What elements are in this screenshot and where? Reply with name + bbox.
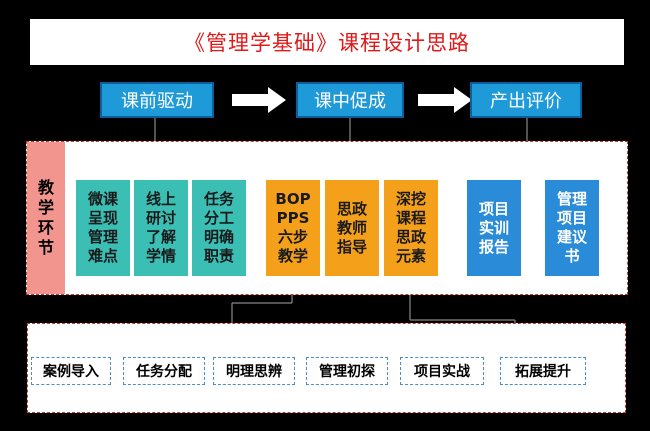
phase-pre-class: 课前驱动 xyxy=(100,82,214,118)
card-micro-lesson: 微课 呈现 管理 难点 xyxy=(76,180,130,276)
arrow-right-icon xyxy=(418,87,472,113)
step-management-exploration: 管理初探 xyxy=(306,357,388,385)
step-reasoning: 明理思辨 xyxy=(213,357,295,385)
phase-label: 产出评价 xyxy=(490,91,562,112)
card-line: BOP xyxy=(275,190,311,208)
card-line: 教师 xyxy=(336,218,367,237)
card-line: 项目 xyxy=(478,199,509,218)
step-task-assignment: 任务分配 xyxy=(123,357,205,385)
card-line: 项目 xyxy=(556,209,587,227)
card-line: 元素 xyxy=(395,247,426,265)
card-line: 思政 xyxy=(395,228,426,246)
step-project-practice: 项目实战 xyxy=(400,357,484,385)
card-line: 指导 xyxy=(336,237,367,256)
card-line: 思政 xyxy=(336,199,367,218)
side-label-text: 教学环节 xyxy=(37,178,54,257)
step-label: 项目实战 xyxy=(414,364,470,380)
phase-output-evaluation: 产出评价 xyxy=(470,82,582,118)
card-line: 明确 xyxy=(203,228,234,246)
card-project-proposal: 管理 项目 建议 书 xyxy=(545,180,599,276)
phase-in-class: 课中促成 xyxy=(296,82,404,118)
page-title: 《管理学基础》课程设计思路 xyxy=(184,31,470,55)
step-label: 任务分配 xyxy=(136,364,192,380)
card-task-division: 任务 分工 明确 职责 xyxy=(192,180,246,276)
step-label: 明理思辨 xyxy=(226,364,282,380)
title-box: 《管理学基础》课程设计思路 xyxy=(30,19,624,65)
card-line: 线上 xyxy=(145,190,176,208)
card-line: 难点 xyxy=(87,247,118,265)
card-line: 课程 xyxy=(395,209,426,227)
card-line: 建议 xyxy=(556,228,587,246)
step-label: 案例导入 xyxy=(43,364,99,380)
card-line: 任务 xyxy=(203,190,234,208)
phase-label: 课前驱动 xyxy=(121,91,193,112)
step-case-intro: 案例导入 xyxy=(31,357,111,385)
card-line: 报告 xyxy=(478,237,509,256)
side-label: 教学环节 xyxy=(27,142,65,294)
card-line: 了解 xyxy=(145,228,176,246)
card-line: 实训 xyxy=(478,218,509,237)
card-line: 书 xyxy=(564,247,580,265)
card-line: 深挖 xyxy=(395,190,426,208)
card-ideological-elements: 深挖 课程 思政 元素 xyxy=(384,180,438,276)
card-line: 管理 xyxy=(87,228,118,246)
card-line: 职责 xyxy=(203,247,234,265)
card-line: 研讨 xyxy=(145,209,176,227)
card-line: 学情 xyxy=(145,247,176,265)
card-online-discussion: 线上 研讨 了解 学情 xyxy=(134,180,188,276)
step-label: 拓展提升 xyxy=(515,364,571,380)
phase-label: 课中促成 xyxy=(314,91,386,112)
card-ideological-guidance: 思政 教师 指导 xyxy=(325,180,379,276)
step-label: 管理初探 xyxy=(319,364,375,380)
card-line: 六步 xyxy=(277,228,308,246)
card-line: PPS xyxy=(276,209,310,227)
card-line: 微课 xyxy=(87,190,118,208)
card-line: 呈现 xyxy=(87,209,118,227)
step-extension: 拓展提升 xyxy=(500,357,586,385)
arrow-right-icon xyxy=(232,87,286,113)
card-line: 管理 xyxy=(556,190,587,208)
card-bopps: BOP PPS 六步 教学 xyxy=(266,180,320,276)
card-project-report: 项目 实训 报告 xyxy=(467,180,521,276)
card-line: 教学 xyxy=(277,247,308,265)
card-line: 分工 xyxy=(203,209,234,227)
